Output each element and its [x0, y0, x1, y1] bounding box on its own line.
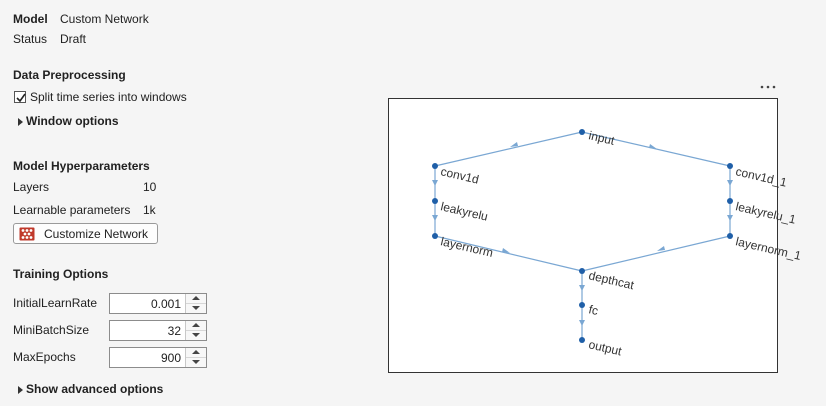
edge-arrows: [432, 142, 733, 326]
model-hyperparameters-heading: Model Hyperparameters: [13, 159, 150, 173]
edge-input-conv1d: [434, 131, 583, 167]
arrow-icon: [579, 320, 585, 326]
decrement-arrow-icon[interactable]: [186, 304, 206, 313]
edge-input-conv1d-right: [581, 131, 731, 167]
arrow-icon: [432, 180, 438, 186]
node-output[interactable]: [579, 337, 585, 343]
spinner-arrows: [185, 294, 206, 313]
edge-layernorm-right-depthcat: [581, 235, 731, 272]
show-advanced-options-toggle[interactable]: Show advanced options: [26, 382, 164, 396]
edge-layernorm-depthcat: [434, 235, 583, 272]
node-label-fc: fc: [587, 302, 599, 318]
node-fc[interactable]: [579, 302, 585, 308]
layers-label: Layers: [13, 180, 50, 194]
split-time-series-label[interactable]: Split time series into windows: [30, 90, 187, 104]
initial-learn-rate-label: InitialLearnRate: [13, 296, 98, 310]
node-conv1d[interactable]: [432, 163, 438, 169]
graph-edges: [434, 131, 731, 340]
spinner-arrows: [185, 321, 206, 340]
increment-arrow-icon[interactable]: [186, 294, 206, 304]
arrow-icon: [657, 246, 665, 251]
node-label-leakyrelu-right: leakyrelu_1: [734, 199, 797, 227]
node-leakyrelu[interactable]: [432, 198, 438, 204]
data-preprocessing-heading: Data Preprocessing: [13, 68, 126, 82]
window-options-toggle[interactable]: Window options: [26, 114, 119, 128]
learnable-parameters-label: Learnable parameters: [13, 203, 131, 217]
max-epochs-label: MaxEpochs: [13, 350, 76, 364]
node-label-output: output: [587, 337, 623, 358]
node-label-leakyrelu: leakyrelu: [439, 199, 489, 223]
node-label-layernorm-right: layernorm_1: [734, 234, 802, 263]
mini-batch-size-value[interactable]: 32: [167, 324, 181, 338]
max-epochs-spinner[interactable]: 900: [109, 347, 207, 368]
network-graph-canvas: input conv1d leakyrelu layernorm conv1d_…: [432, 128, 803, 359]
status-value: Draft: [60, 32, 87, 46]
node-label-conv1d-right: conv1d_1: [734, 164, 788, 189]
mini-batch-size-spinner[interactable]: 32: [109, 320, 207, 341]
layers-value: 10: [143, 180, 157, 194]
initial-learn-rate-value[interactable]: 0.001: [150, 297, 181, 311]
decrement-arrow-icon[interactable]: [186, 358, 206, 367]
customize-network-label: Customize Network: [44, 226, 149, 241]
window-options-expand-icon[interactable]: [18, 118, 23, 126]
increment-arrow-icon[interactable]: [186, 321, 206, 331]
mini-batch-size-label: MiniBatchSize: [13, 323, 90, 337]
increment-arrow-icon[interactable]: [186, 348, 206, 358]
training-options-heading: Training Options: [13, 267, 109, 281]
node-leakyrelu-right[interactable]: [727, 198, 733, 204]
initial-learn-rate-spinner[interactable]: 0.001: [109, 293, 207, 314]
node-label-layernorm: layernorm: [439, 234, 494, 260]
max-epochs-value[interactable]: 900: [160, 351, 181, 365]
node-layernorm-right[interactable]: [727, 233, 733, 239]
split-time-series-checkbox[interactable]: [14, 91, 26, 103]
graph-nodes: [432, 129, 733, 343]
node-layernorm[interactable]: [432, 233, 438, 239]
customize-network-button[interactable]: Customize Network: [13, 223, 158, 244]
node-label-depthcat: depthcat: [587, 268, 636, 292]
node-depthcat[interactable]: [579, 268, 585, 274]
arrow-icon: [510, 142, 518, 147]
learnable-parameters-value: 1k: [143, 203, 156, 217]
node-label-input: input: [587, 128, 616, 148]
advanced-options-expand-icon[interactable]: [18, 386, 23, 394]
status-label: Status: [13, 32, 48, 46]
model-label: Model: [13, 12, 48, 26]
spinner-arrows: [185, 348, 206, 367]
arrow-icon: [727, 180, 733, 186]
node-input[interactable]: [579, 129, 585, 135]
node-label-conv1d: conv1d: [439, 164, 480, 186]
node-conv1d-right[interactable]: [727, 163, 733, 169]
arrow-icon: [579, 285, 585, 291]
model-value: Custom Network: [60, 12, 149, 26]
checkmark-icon: [16, 93, 26, 103]
arrow-icon: [502, 248, 510, 253]
network-icon: [19, 227, 35, 240]
arrow-icon: [432, 215, 438, 221]
arrow-icon: [649, 144, 657, 149]
arrow-icon: [727, 215, 733, 221]
ellipsis-icon[interactable]: [759, 84, 777, 90]
network-graph[interactable]: input conv1d leakyrelu layernorm conv1d_…: [388, 98, 803, 373]
decrement-arrow-icon[interactable]: [186, 331, 206, 340]
